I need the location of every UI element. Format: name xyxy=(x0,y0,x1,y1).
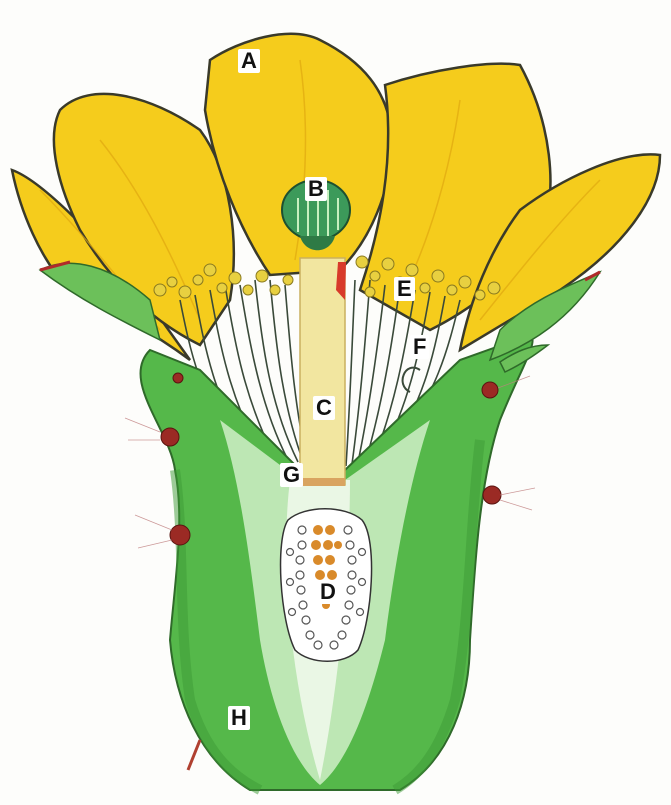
label-c: C xyxy=(313,396,335,420)
label-d: D xyxy=(317,580,339,604)
label-b: B xyxy=(305,177,327,201)
label-h: H xyxy=(228,706,250,730)
style xyxy=(300,258,346,486)
label-e: E xyxy=(394,277,415,301)
label-f: F xyxy=(410,335,429,359)
label-a: A xyxy=(238,49,260,73)
label-g: G xyxy=(280,463,303,487)
